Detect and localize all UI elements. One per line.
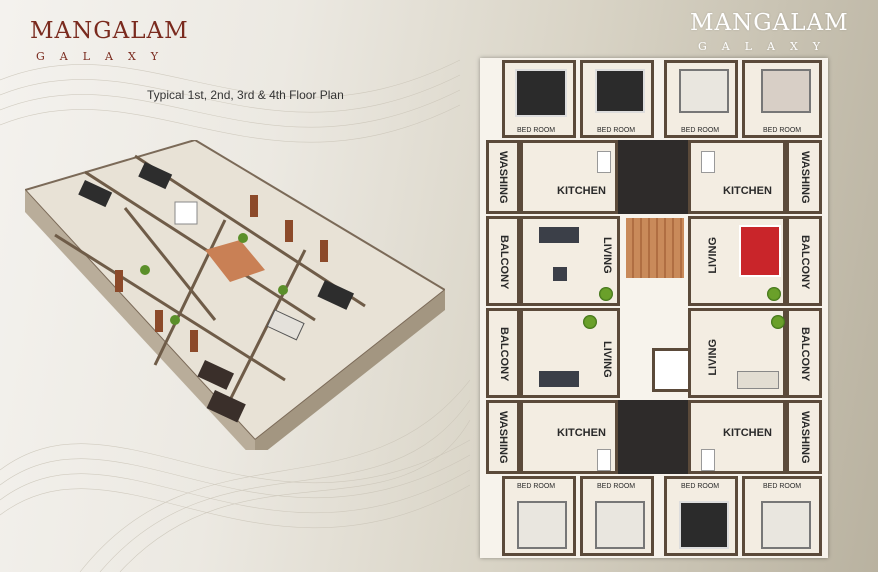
bed-icon	[517, 501, 567, 549]
bed-icon	[595, 69, 645, 113]
sink-icon	[701, 151, 715, 173]
bed-icon	[679, 501, 729, 549]
bedroom-label: BED ROOM	[517, 483, 556, 490]
staircase	[626, 218, 684, 278]
top-bedroom-1: BED ROOM	[502, 60, 576, 138]
kitchen-label: KITCHEN	[557, 427, 606, 439]
sink-icon	[597, 449, 611, 471]
bed-icon	[679, 69, 729, 113]
top-bedroom-3: BED ROOM	[664, 60, 738, 138]
sink-icon	[701, 449, 715, 471]
sink-icon	[597, 151, 611, 173]
kitchen-label: KITCHEN	[723, 427, 772, 439]
washing-label: WASHING	[497, 151, 509, 204]
sofa-icon	[539, 371, 579, 387]
washing-bottom-right: WASHING	[786, 400, 822, 474]
floor-plan-2d: BED ROOM BED ROOM BED ROOM BED ROOM WASH…	[480, 58, 828, 558]
brand-logo-right: MANGALAM GALAXY	[690, 10, 849, 53]
bedroom-label: BED ROOM	[597, 127, 636, 134]
bed-icon	[515, 69, 567, 117]
balcony-upper-left: BALCONY	[486, 216, 520, 306]
bed-icon	[761, 69, 811, 113]
sofa-icon	[539, 227, 579, 243]
brand-name: MANGALAM	[30, 18, 189, 44]
chair-icon	[553, 267, 567, 281]
kitchen-top-left: KITCHEN	[520, 140, 618, 214]
bedroom-label: BED ROOM	[681, 483, 720, 490]
plant-icon	[767, 287, 781, 301]
bathroom-bottom	[618, 400, 688, 474]
living-lower-right: LIVING	[688, 308, 786, 398]
washing-label: WASHING	[799, 151, 811, 204]
balcony-upper-right: BALCONY	[786, 216, 822, 306]
bed-icon	[761, 501, 811, 549]
balcony-lower-left: BALCONY	[486, 308, 520, 398]
washing-label: WASHING	[799, 411, 811, 464]
kitchen-bottom-right: KITCHEN	[688, 400, 786, 474]
balcony-label: BALCONY	[799, 235, 811, 290]
bottom-bedroom-2: BED ROOM	[580, 476, 654, 556]
balcony-label: BALCONY	[498, 235, 510, 290]
bottom-bedroom-1: BED ROOM	[502, 476, 576, 556]
top-bedroom-4: BED ROOM	[742, 60, 822, 138]
living-label: LIVING	[601, 237, 613, 274]
plant-icon	[771, 315, 785, 329]
bathroom-top	[618, 140, 688, 214]
living-label: LIVING	[707, 339, 719, 376]
floor-plan-subtitle: Typical 1st, 2nd, 3rd & 4th Floor Plan	[147, 88, 344, 102]
brand-logo-left: MANGALAM GALAXY	[30, 18, 189, 63]
living-upper-right: LIVING	[688, 216, 786, 306]
living-label: LIVING	[601, 341, 613, 378]
balcony-lower-right: BALCONY	[786, 308, 822, 398]
top-bedroom-2: BED ROOM	[580, 60, 654, 138]
bed-icon	[595, 501, 645, 549]
bedroom-label: BED ROOM	[763, 483, 802, 490]
bottom-bedroom-3: BED ROOM	[664, 476, 738, 556]
bedroom-label: BED ROOM	[681, 127, 720, 134]
washing-top-right: WASHING	[786, 140, 822, 214]
rug-icon	[739, 225, 781, 277]
brand-subname: GALAXY	[36, 50, 174, 63]
balcony-label: BALCONY	[799, 327, 811, 382]
bedroom-label: BED ROOM	[763, 127, 802, 134]
plant-icon	[599, 287, 613, 301]
kitchen-label: KITCHEN	[557, 185, 606, 197]
bedroom-label: BED ROOM	[597, 483, 636, 490]
washing-label: WASHING	[497, 411, 509, 464]
kitchen-top-right: KITCHEN	[688, 140, 786, 214]
washing-bottom-left: WASHING	[486, 400, 520, 474]
living-lower-left: LIVING	[520, 308, 620, 398]
kitchen-label: KITCHEN	[723, 185, 772, 197]
bedroom-label: BED ROOM	[517, 127, 556, 134]
brand-name: MANGALAM	[690, 10, 849, 36]
plant-icon	[583, 315, 597, 329]
brand-subname: GALAXY	[698, 40, 836, 53]
living-upper-left: LIVING	[520, 216, 620, 306]
bottom-bedroom-4: BED ROOM	[742, 476, 822, 556]
sofa-icon	[737, 371, 779, 389]
living-label: LIVING	[707, 237, 719, 274]
balcony-label: BALCONY	[498, 327, 510, 382]
isometric-floor-plan-illustration	[25, 140, 445, 450]
kitchen-bottom-left: KITCHEN	[520, 400, 618, 474]
washing-top-left: WASHING	[486, 140, 520, 214]
